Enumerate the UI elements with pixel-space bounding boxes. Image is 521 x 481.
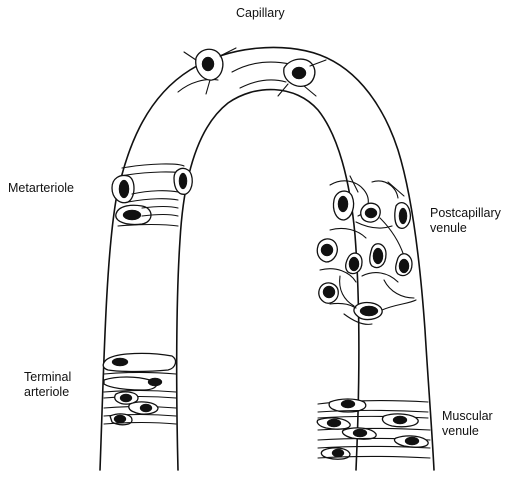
postcapillary-pericytes xyxy=(317,176,416,324)
capillary-label: Capillary xyxy=(236,6,285,21)
metarteriole-muscle-band xyxy=(112,164,192,226)
metarteriole-label: Metarteriole xyxy=(8,181,74,196)
capillary-endothelial-cells xyxy=(178,48,326,96)
inner-vessel-wall xyxy=(177,90,359,470)
terminal-arteriole-muscle-band xyxy=(103,353,176,424)
muscular-venule-muscle-band xyxy=(317,399,430,459)
muscular-venule-label: Muscular venule xyxy=(442,409,493,439)
terminal-arteriole-label: Terminal arteriole xyxy=(24,370,71,400)
postcapillary-venule-label: Postcapillary venule xyxy=(430,206,501,236)
